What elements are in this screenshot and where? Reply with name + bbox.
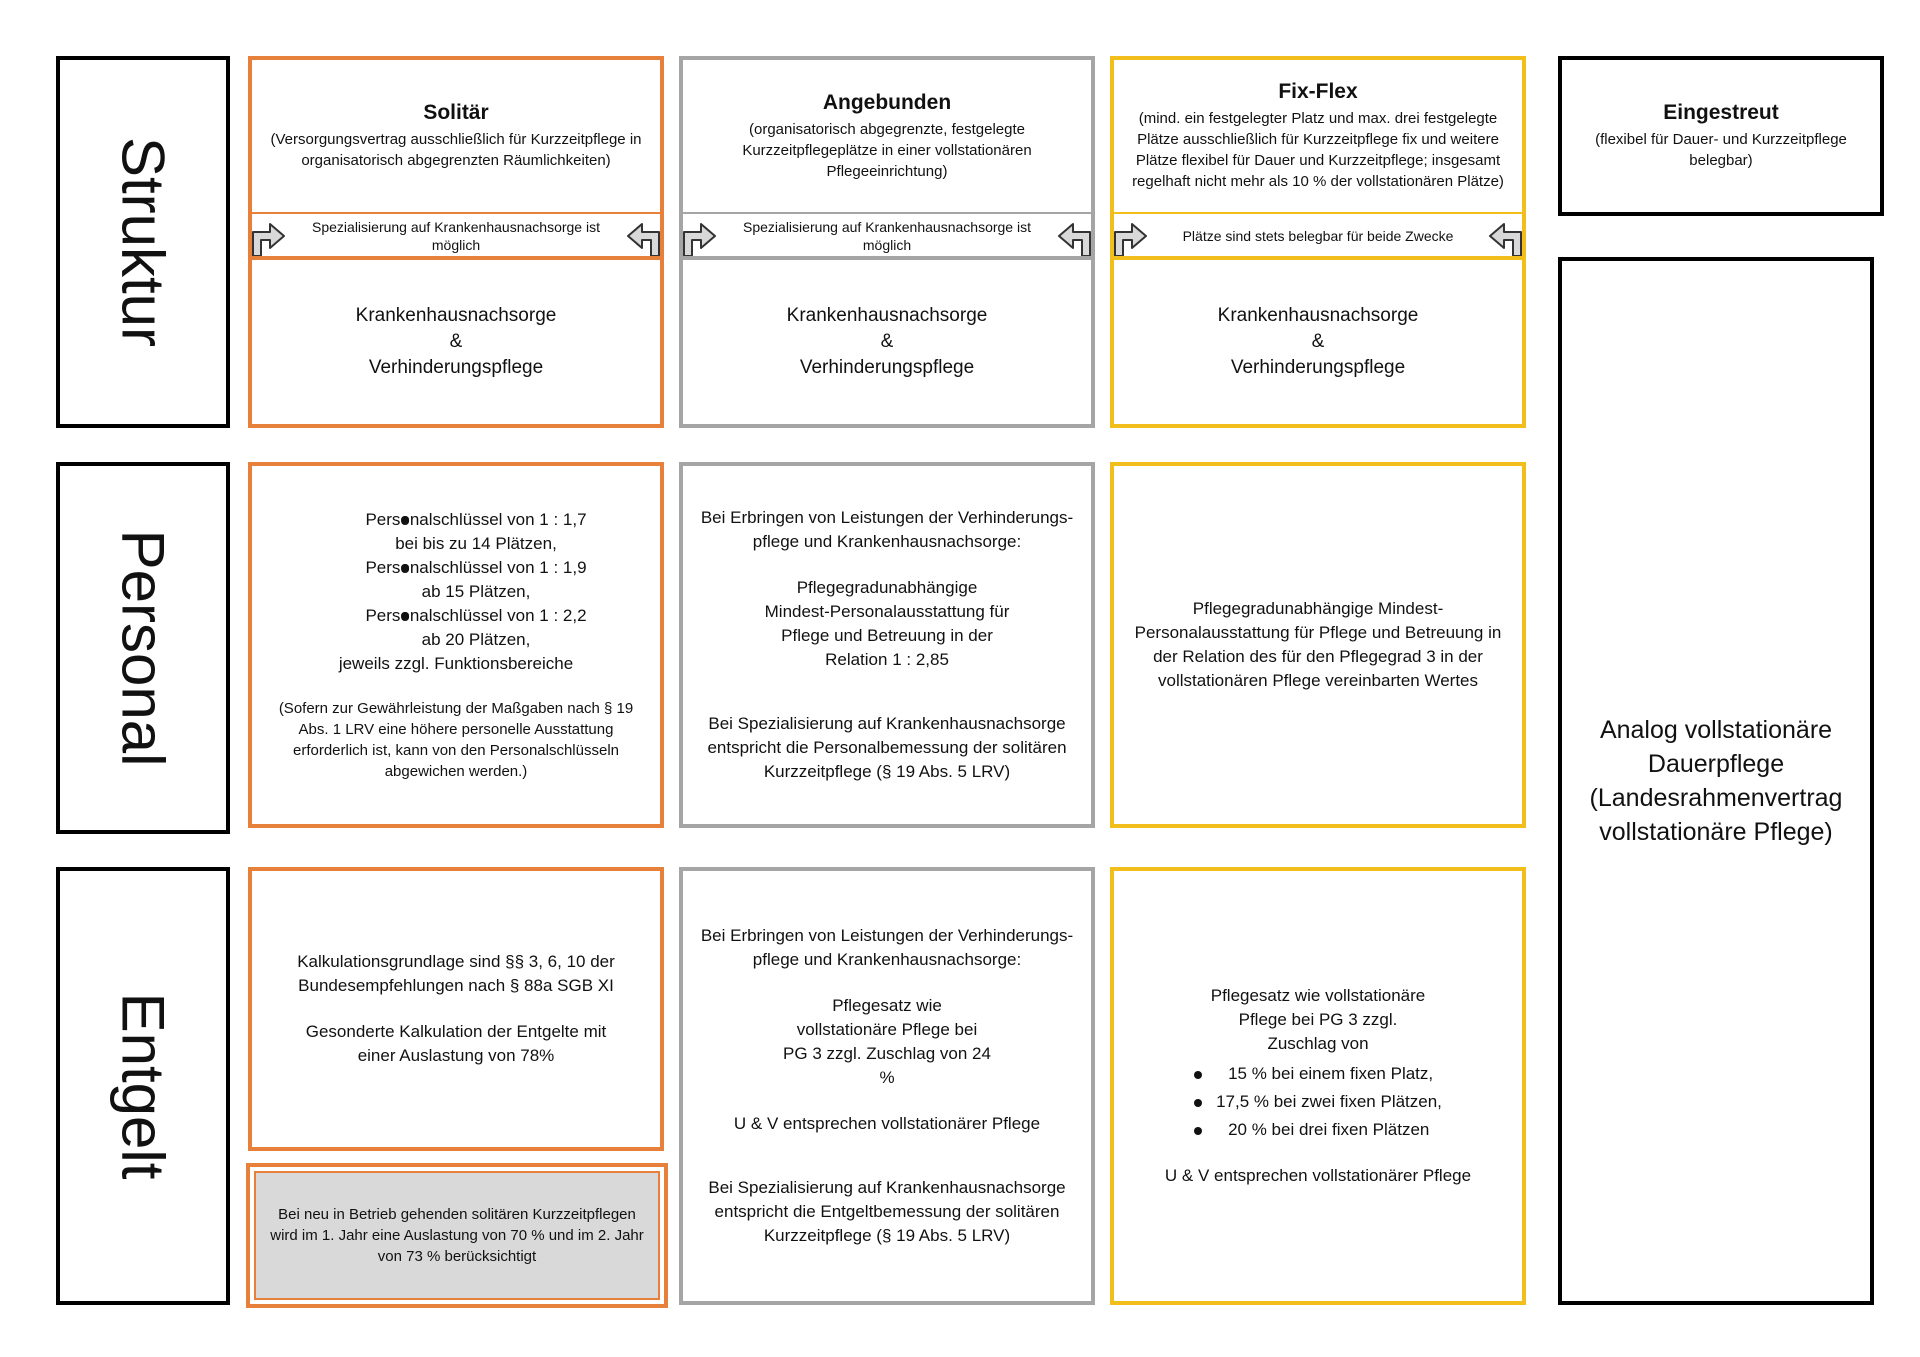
bullet-item: 20 % bei drei fixen Plätzen <box>1194 1116 1442 1144</box>
connector-solitaer: Spezialisierung auf Krankenhausnachsorge… <box>248 214 664 258</box>
bullet-line: ab 20 Plätzen, <box>421 630 531 649</box>
bullet-line: ab 15 Plätzen, <box>421 582 531 601</box>
header-eingestreut: Eingestreut (flexibel für Dauer- und Kur… <box>1558 56 1884 216</box>
entgelt-fixflex-p1: Pflegesatz wie vollstationäre Pflege bei… <box>1210 986 1426 1053</box>
connector-solitaer-text: Spezialisierung auf Krankenhausnachsorge… <box>312 219 600 253</box>
entgelt-fixflex-bullets: 15 % bei einem fixen Platz, 17,5 % bei z… <box>1194 1060 1442 1144</box>
connector-angebunden: Spezialisierung auf Krankenhausnachsorge… <box>679 214 1095 258</box>
struktur-solitaer-line2: & <box>449 331 463 352</box>
bullet-icon <box>401 612 410 620</box>
arrow-up-left-icon <box>1058 223 1091 257</box>
struktur-fixflex-line2: & <box>1311 331 1325 352</box>
row-label-personal-text: Personal <box>109 529 177 767</box>
bullet-item: Personalschlüssel von 1 : 1,9 ab 15 Plät… <box>325 556 586 604</box>
entgelt-angebunden: Bei Erbringen von Leistungen der Verhind… <box>679 867 1095 1305</box>
connector-fixflex-text: Plätze sind stets belegbar für beide Zwe… <box>1182 228 1454 244</box>
entgelt-solitaer: Kalkulationsgrundlage sind §§ 3, 6, 10 d… <box>248 867 664 1151</box>
row-label-entgelt: Entgelt <box>56 867 230 1305</box>
header-angebunden-sub: (organisatorisch abgegrenzte, festgelegt… <box>742 120 1032 180</box>
struktur-angebunden-lower: Krankenhausnachsorge & Verhinderungspfle… <box>679 256 1095 428</box>
bullet-line: Personalschlüssel von 1 : 1,7 <box>365 510 587 529</box>
personal-angebunden: Bei Erbringen von Leistungen der Verhind… <box>679 462 1095 828</box>
entgelt-angebunden-p2: Pflegesatz wie vollstationäre Pflege bei… <box>783 996 991 1087</box>
bullet-text: 20 % bei drei fixen Plätzen <box>1228 1120 1430 1139</box>
bullet-item: 15 % bei einem fixen Platz, <box>1194 1060 1442 1088</box>
struktur-fixflex-lower: Krankenhausnachsorge & Verhinderungspfle… <box>1110 256 1526 428</box>
bullet-item: Personalschlüssel von 1 : 2,2 ab 20 Plät… <box>325 604 586 652</box>
bullet-text: 15 % bei einem fixen Platz, <box>1228 1064 1434 1083</box>
personal-angebunden-p3: Bei Spezialisierung auf Krankenhausnachs… <box>707 714 1067 781</box>
row-label-personal: Personal <box>56 462 230 834</box>
entgelt-solitaer-p2: Gesonderte Kalkulation der Entgelte mit … <box>305 1022 607 1065</box>
arrow-up-right-icon <box>252 223 285 257</box>
bullet-item: Personalschlüssel von 1 : 1,7 bei bis zu… <box>325 508 586 556</box>
header-angebunden: Angebunden (organisatorisch abgegrenzte,… <box>679 56 1095 216</box>
connector-fixflex: Plätze sind stets belegbar für beide Zwe… <box>1110 214 1526 258</box>
eingestreut-body: Analog vollstationäre Dauerpflege (Lande… <box>1558 257 1874 1305</box>
bullet-icon <box>1194 1070 1203 1079</box>
row-label-struktur-text: Struktur <box>109 136 177 348</box>
personal-solitaer-bullets: Personalschlüssel von 1 : 1,7 bei bis zu… <box>325 508 587 676</box>
personal-angebunden-p1: Bei Erbringen von Leistungen der Verhind… <box>700 508 1074 551</box>
struktur-solitaer-line3: Verhinderungspflege <box>368 357 544 378</box>
struktur-angebunden-line2: & <box>880 331 894 352</box>
bullet-item: 17,5 % bei zwei fixen Plätzen, <box>1194 1088 1442 1116</box>
struktur-solitaer-line1: Krankenhausnachsorge <box>355 305 557 326</box>
eingestreut-body-text: Analog vollstationäre Dauerpflege (Lande… <box>1589 716 1843 846</box>
personal-solitaer: Personalschlüssel von 1 : 1,7 bei bis zu… <box>248 462 664 828</box>
arrow-up-left-icon <box>1489 223 1522 257</box>
entgelt-fixflex: Pflegesatz wie vollstationäre Pflege bei… <box>1110 867 1526 1305</box>
entgelt-fixflex-p2: U & V entsprechen vollstationärer Pflege <box>1164 1166 1472 1185</box>
struktur-solitaer-lower: Krankenhausnachsorge & Verhinderungspfle… <box>248 256 664 428</box>
entgelt-solitaer-note-inner: Bei neu in Betrieb gehenden solitären Ku… <box>254 1171 660 1300</box>
entgelt-solitaer-note: Bei neu in Betrieb gehenden solitären Ku… <box>246 1163 668 1308</box>
bullet-after: jeweils zzgl. Funktionsbereiche <box>338 654 574 673</box>
arrow-up-right-icon <box>1114 223 1147 257</box>
struktur-angebunden-line3: Verhinderungspflege <box>799 357 975 378</box>
bullet-line: bei bis zu 14 Plätzen, <box>395 534 557 553</box>
header-solitaer: Solitär (Versorgungsvertrag ausschließli… <box>248 56 664 216</box>
header-eingestreut-sub: (flexibel für Dauer- und Kurzzeitpflege … <box>1595 131 1847 169</box>
row-label-entgelt-text: Entgelt <box>109 992 177 1180</box>
bullet-line: Personalschlüssel von 1 : 2,2 <box>365 606 587 625</box>
entgelt-angebunden-p4: Bei Spezialisierung auf Krankenhausnachs… <box>708 1178 1066 1245</box>
header-fixflex-sub: (mind. ein festgelegter Platz und max. d… <box>1132 110 1504 190</box>
entgelt-solitaer-note-text: Bei neu in Betrieb gehenden solitären Ku… <box>270 1206 644 1265</box>
bullet-icon <box>401 516 410 524</box>
bullet-icon <box>1194 1098 1203 1107</box>
header-fixflex: Fix-Flex (mind. ein festgelegter Platz u… <box>1110 56 1526 216</box>
personal-solitaer-note: (Sofern zur Gewährleistung der Maßgaben … <box>278 700 634 780</box>
connector-angebunden-text: Spezialisierung auf Krankenhausnachsorge… <box>743 219 1031 253</box>
arrow-up-right-icon <box>683 223 716 257</box>
bullet-line: Personalschlüssel von 1 : 1,9 <box>365 558 587 577</box>
row-label-struktur: Struktur <box>56 56 230 428</box>
bullet-icon <box>1194 1126 1203 1135</box>
header-angebunden-title: Angebunden <box>822 90 952 114</box>
struktur-angebunden-line1: Krankenhausnachsorge <box>786 305 988 326</box>
entgelt-solitaer-p1: Kalkulationsgrundlage sind §§ 3, 6, 10 d… <box>297 952 615 995</box>
struktur-fixflex-line1: Krankenhausnachsorge <box>1217 305 1419 326</box>
entgelt-angebunden-p3: U & V entsprechen vollstationärer Pflege <box>733 1114 1041 1133</box>
bullet-text: 17,5 % bei zwei fixen Plätzen, <box>1216 1092 1442 1111</box>
arrow-up-left-icon <box>627 223 660 257</box>
header-solitaer-sub: (Versorgungsvertrag ausschließlich für K… <box>270 131 642 169</box>
header-eingestreut-title: Eingestreut <box>1663 101 1779 124</box>
bullet-icon <box>401 564 410 572</box>
personal-angebunden-p2: Pflegegradunabhängige Mindest-Personalau… <box>764 578 1010 669</box>
entgelt-angebunden-p1: Bei Erbringen von Leistungen der Verhind… <box>700 926 1074 969</box>
struktur-fixflex-line3: Verhinderungspflege <box>1230 357 1406 378</box>
personal-fixflex: Pflegegradunabhängige Mindest-Personalau… <box>1110 462 1526 828</box>
personal-fixflex-p1: Pflegegradunabhängige Mindest-Personalau… <box>1134 599 1502 690</box>
header-fixflex-title: Fix-Flex <box>1278 80 1358 103</box>
header-solitaer-title: Solitär <box>423 101 489 124</box>
